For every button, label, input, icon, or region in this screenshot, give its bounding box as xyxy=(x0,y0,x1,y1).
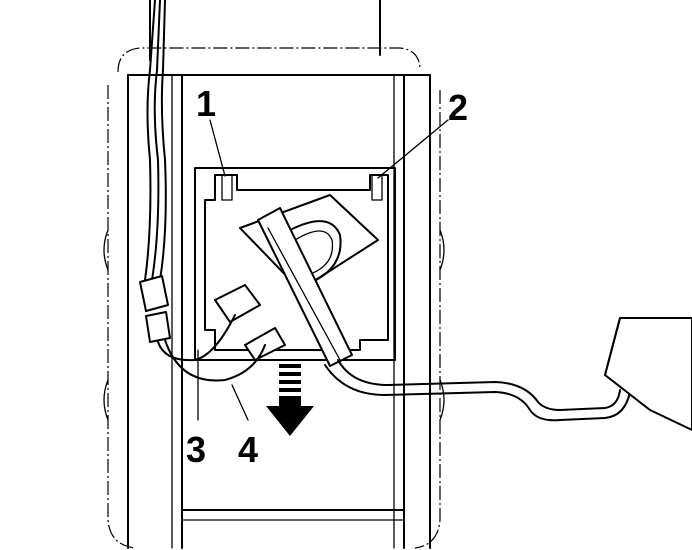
float xyxy=(604,317,692,431)
callout-2-label: 2 xyxy=(448,87,468,128)
callout-4-label: 4 xyxy=(238,429,258,470)
wiring-harness xyxy=(139,0,266,421)
sender-plate xyxy=(204,174,389,351)
callout-1-label: 1 xyxy=(196,83,216,124)
removal-arrow xyxy=(266,364,314,436)
callout-3-label: 3 xyxy=(186,429,206,470)
callout-leaders xyxy=(209,119,449,179)
fuel-tube xyxy=(324,359,631,422)
top-strut xyxy=(149,0,381,61)
mounting-bracket xyxy=(103,47,445,549)
float-rheostat xyxy=(214,194,379,367)
